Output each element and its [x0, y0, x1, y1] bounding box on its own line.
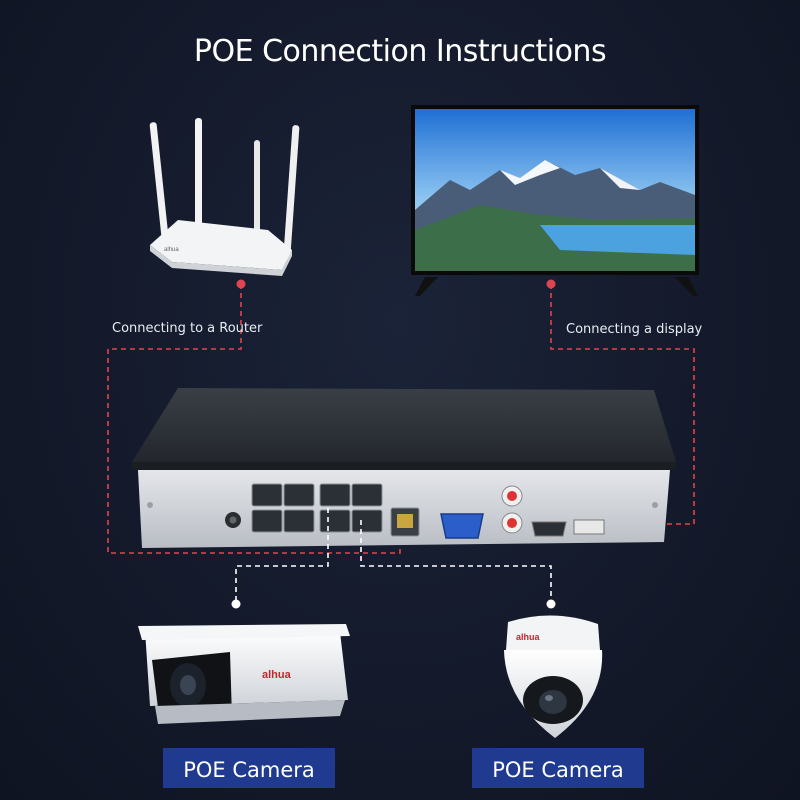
camera-2-label: POE Camera	[472, 748, 644, 788]
camera-link	[235, 508, 552, 602]
page-title: POE Connection Instructions	[193, 34, 607, 69]
usb-port	[573, 519, 605, 535]
display-icon	[411, 105, 699, 296]
bullet-camera-icon: alhua	[138, 624, 350, 724]
dome-camera-icon: alhua	[504, 615, 603, 738]
camera-2-link-dot	[546, 599, 556, 609]
router-brand: alhua	[164, 247, 179, 253]
router-icon: alhua	[149, 118, 300, 276]
nvr-icon	[132, 388, 676, 548]
camera-1-brand: alhua	[262, 669, 292, 681]
vga-port	[440, 513, 484, 539]
hdmi-port	[531, 521, 567, 537]
router-label: Connecting to a Router	[112, 321, 263, 336]
audio-out-port	[507, 491, 517, 501]
display-label: Connecting a display	[566, 322, 703, 337]
camera-1-label: POE Camera	[163, 748, 335, 788]
audio-in-port	[507, 518, 517, 528]
router-link-dot	[236, 279, 246, 289]
poe-ports	[251, 483, 383, 533]
display-link-dot	[546, 279, 556, 289]
camera-2-brand: alhua	[516, 632, 541, 642]
camera-1-link-dot	[231, 599, 241, 609]
